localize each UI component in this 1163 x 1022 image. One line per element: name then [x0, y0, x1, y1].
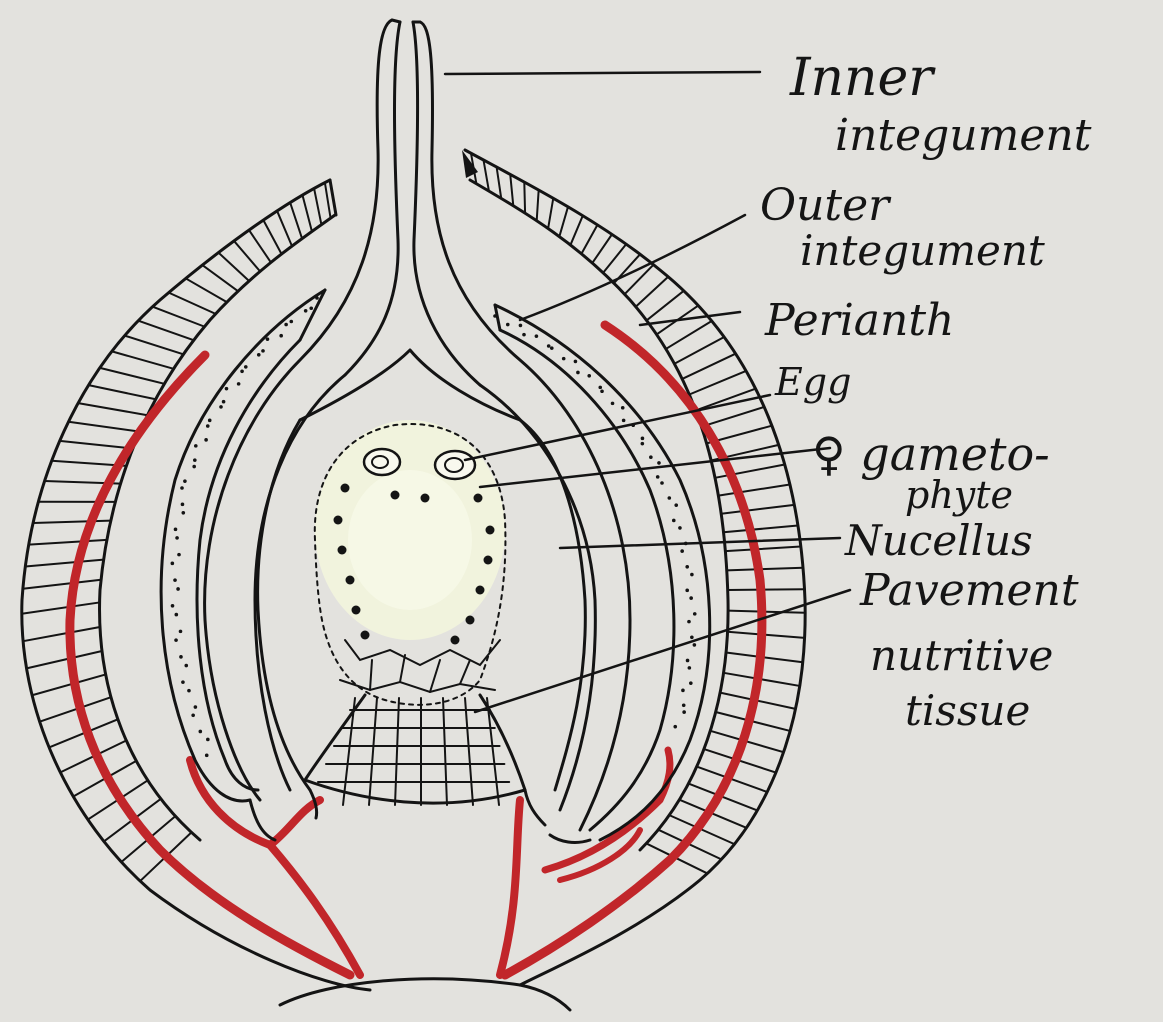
- label-pavement-line2: nutritive: [870, 631, 1053, 680]
- label-inner-integument-line1: Inner: [789, 48, 936, 108]
- pavement-nutritive-tissue: [305, 695, 545, 825]
- chalaza: [250, 800, 590, 1010]
- leader-gametophyte: [480, 448, 830, 487]
- label-nucellus: Nucellus: [844, 516, 1033, 565]
- label-perianth: Perianth: [764, 295, 954, 346]
- label-gametophyte-line2: phyte: [905, 473, 1013, 517]
- label-egg: Egg: [774, 360, 851, 404]
- label-pavement-line3: tissue: [905, 686, 1030, 735]
- label-outer-integument-line1: Outer: [760, 180, 892, 231]
- labels: Inner integument Outer integument Perian…: [760, 48, 1092, 735]
- label-outer-integument-line2: integument: [800, 226, 1045, 275]
- label-pavement-line1: Pavement: [859, 565, 1079, 616]
- leader-pavement: [475, 590, 850, 712]
- label-inner-integument-line2: integument: [835, 110, 1092, 161]
- leader-inner-integument: [445, 72, 760, 74]
- female-gametophyte: [315, 420, 506, 705]
